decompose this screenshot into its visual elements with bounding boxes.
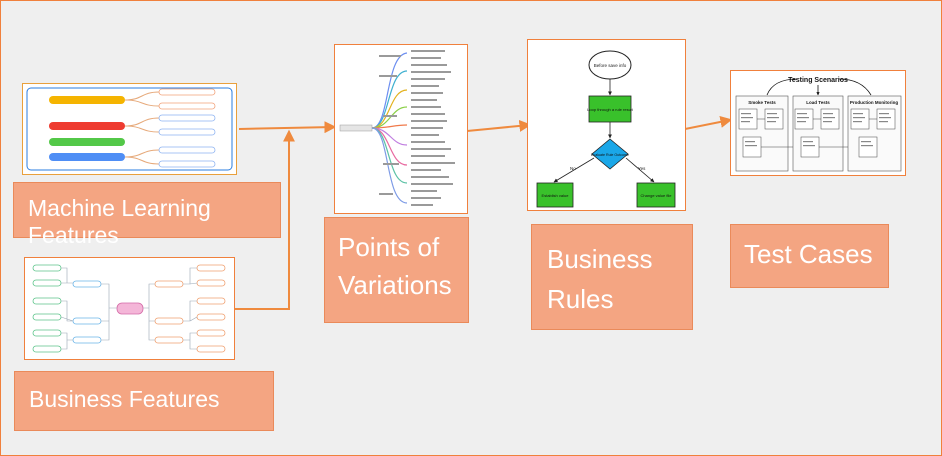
arrow-variations-to-rules xyxy=(466,119,532,132)
rules-text-line2: Rules xyxy=(547,284,614,314)
testing-scenarios-thumbnail: Testing Scenarios Smoke Tests Load Tests… xyxy=(730,70,906,176)
flow-no-text: No xyxy=(570,166,576,171)
business-features-text: Business Features xyxy=(29,386,220,412)
arrow-rules-to-tests xyxy=(684,115,733,130)
flow-left-end-node xyxy=(536,182,574,208)
rules-text-line1: Business xyxy=(547,244,653,274)
business-features-label: Business Features xyxy=(14,371,274,431)
ml-mindmap-graphic xyxy=(26,87,233,171)
variations-mindmap-thumbnail xyxy=(334,44,468,214)
ml-features-label: Machine Learning Features xyxy=(13,182,281,248)
flow-start-text: Before save info xyxy=(594,63,627,68)
flow-process-node xyxy=(588,95,632,123)
testing-col1-text: Smoke Tests xyxy=(748,100,776,105)
test-cases-text: Test Cases xyxy=(744,239,873,269)
flow-process-text: Loop through a rule result xyxy=(587,107,633,112)
testing-col3-text: Production Monitoring xyxy=(850,100,898,105)
rules-flowchart-thumbnail: Before save info Loop through a rule res… xyxy=(527,39,686,211)
variations-text-line1: Points of xyxy=(338,232,440,262)
testing-col2-text: Load Tests xyxy=(806,100,830,105)
flow-decision-text: Evaluate Rule Outcome xyxy=(591,153,629,157)
rules-flowchart-graphic: Before save info Loop through a rule res… xyxy=(536,50,676,208)
testing-scenarios-graphic: Testing Scenarios Smoke Tests Load Tests… xyxy=(735,77,902,172)
flow-right-end-node xyxy=(636,182,676,208)
testing-title-text: Testing Scenarios xyxy=(788,77,848,84)
variations-text-line2: Variations xyxy=(338,270,452,300)
flow-decision-node xyxy=(591,138,629,170)
flow-left-end-text: Establish value xyxy=(542,193,570,198)
flow-right-end-text: Change value file xyxy=(641,193,673,198)
arrow-ml-to-variations xyxy=(238,121,337,134)
rules-label: Business Rules xyxy=(531,224,693,330)
business-features-mindmap-thumbnail xyxy=(24,257,235,360)
arrow-business-to-variations xyxy=(234,129,295,310)
business-mindmap-graphic xyxy=(32,264,226,353)
ml-features-text: Machine Learning Features xyxy=(28,195,211,248)
variations-mindmap-graphic xyxy=(339,50,455,206)
flow-yes-text: Yes xyxy=(638,166,646,171)
ml-features-mindmap-thumbnail xyxy=(22,83,237,175)
variations-label: Points of Variations xyxy=(324,217,469,323)
test-cases-label: Test Cases xyxy=(730,224,889,288)
